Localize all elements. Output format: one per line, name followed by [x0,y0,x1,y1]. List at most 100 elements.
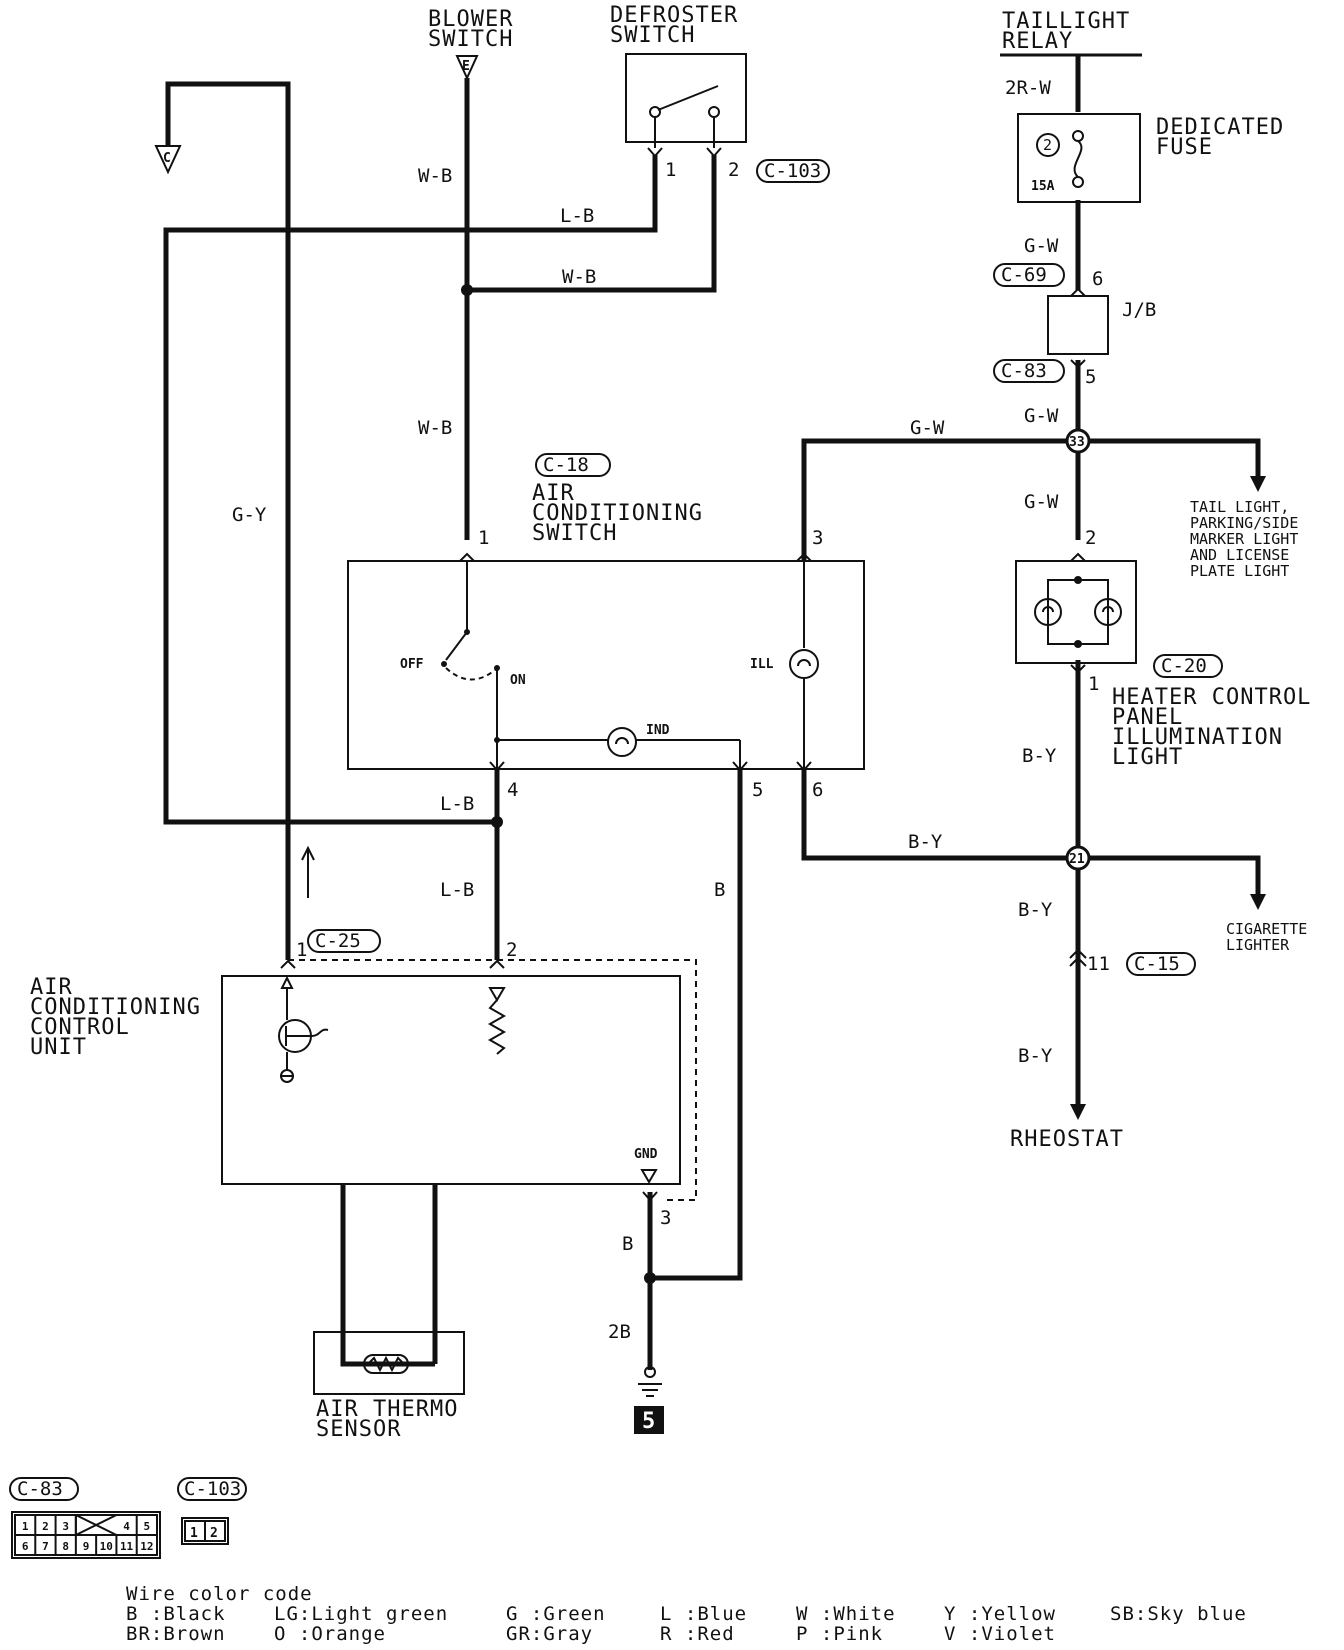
wire-label-g-w-1: G-W [1024,235,1059,257]
jb-pin-marks [1070,287,1086,369]
ind-lamp [607,727,637,757]
heater-pin-marks [1070,552,1086,674]
control-unit-label-1: AIR [30,975,73,1000]
junction-dot [644,1272,656,1284]
wire-label-2r-w: 2R-W [1005,77,1051,99]
ac-switch-pin-1: 1 [478,527,489,549]
junction-21 [1065,845,1091,871]
connector-c20: C-20 [1161,655,1207,677]
wire-label-b-y-1: B-Y [1022,745,1057,767]
c83-pin: 10 [100,1540,113,1553]
cigarette-lighter-label-2: LIGHTER [1226,936,1290,954]
wire-label-l-b-1: L-B [560,205,594,227]
gnd-pin-mark [642,1191,658,1202]
connector-c15: C-15 [1134,953,1180,975]
wire-label-w-b-3: W-B [418,417,452,439]
legend-sb: SB:Sky blue [1110,1603,1247,1625]
air-thermo-sensor-box [313,1331,465,1395]
ill-lamp-filament [797,659,811,667]
legend-v: V :Violet [944,1623,1056,1645]
legend-g: G :Green [506,1603,606,1625]
ac-switch-lever [445,631,468,661]
c103-pin-1: 1 [190,1526,198,1541]
connector-c20-pill [1153,654,1223,678]
ind-label: IND [646,723,670,738]
c83-pin: 11 [120,1540,134,1553]
connector-c25-pill [307,929,381,953]
legend-w: W :White [796,1603,896,1625]
arrow-tail-light [1250,476,1266,492]
dedicated-fuse-label-2: FUSE [1156,135,1213,160]
legend-o: O :Orange [274,1623,386,1645]
ground-terminal [644,1366,656,1378]
tail-light-label-2: PARKING/SIDE [1190,514,1298,532]
wire-b-y-pin6 [801,768,1261,896]
ac-switch-pin-5: 5 [752,779,763,801]
wire-sensor-1 [340,1185,435,1367]
control-unit-dashed-boundary [288,959,697,1201]
heater-panel-label-3: ILLUMINATION [1112,725,1283,750]
wire-b-pin5 [650,768,743,1281]
ill-label: ILL [750,657,774,672]
arrow-cigarette [1250,894,1266,910]
ground-symbol [638,1383,662,1397]
wire-label-2b: 2B [608,1321,631,1343]
junction-33 [1065,428,1091,454]
ac-switch-label-2: CONDITIONING [532,501,703,526]
defroster-switch-box [625,53,747,143]
fuse-terminal-bottom [1072,176,1084,188]
ind-lamp-filament [615,737,629,745]
ac-switch-label-3: SWITCH [532,521,617,546]
wire-label-l-b-2: L-B [440,793,474,815]
connector-c83: C-83 [1001,360,1047,382]
control-unit-label-2: CONDITIONING [30,995,201,1020]
rheostat-label: RHEOSTAT [1010,1127,1124,1152]
tail-light-label-5: PLATE LIGHT [1190,562,1289,580]
control-unit-label-3: CONTROL [30,1015,130,1040]
tail-light-label-3: MARKER LIGHT [1190,530,1298,548]
control-unit-pin-2: 2 [506,939,517,961]
connector-c83-pill [993,359,1065,383]
ac-switch-pin-4: 4 [507,779,518,801]
ground-c-symbol [154,145,182,175]
control-unit-input-terminal [488,987,506,1002]
blower-switch-label-1: BLOWER [428,7,513,32]
defroster-pin-1: 1 [665,159,676,181]
fuse-number-circle [1036,133,1060,157]
dedicated-fuse-label-1: DEDICATED [1156,115,1284,140]
legend-gr: GR:Gray [506,1623,593,1645]
defroster-contact-2 [708,106,720,118]
heater-bulb-2 [1094,598,1122,626]
c103-face-pill [177,1477,247,1501]
c83-pin: 8 [62,1540,69,1553]
wire-label-w-b-2: W-B [562,266,596,288]
tail-light-label-4: AND LICENSE [1190,546,1289,564]
connector-c103-pill [756,159,830,183]
heater-pin-1: 1 [1088,673,1099,695]
jb-box [1047,295,1109,355]
wire-label-g-w-3: G-W [910,417,945,439]
c15-pin-11: 11 [1087,953,1110,975]
fuse-number: 2 [1043,136,1052,154]
c103-pin-2: 2 [210,1526,218,1541]
defroster-switch-label-2: SWITCH [610,23,695,48]
fuse-element [1073,140,1083,178]
blower-switch-term-label: E [462,59,470,74]
c83-face-title: C-83 [17,1478,63,1500]
c83-face-pill [9,1477,79,1501]
defroster-switch-lever [657,85,719,111]
c83-pin: 1 [22,1520,29,1533]
heater-bulb-filaments [1042,606,1114,613]
heater-pin-2: 2 [1085,527,1096,549]
connector-c15-pill [1126,952,1196,976]
c83-pin: 6 [22,1540,29,1553]
jb-label: J/B [1122,299,1156,321]
heater-panel-label-4: LIGHT [1112,745,1183,770]
c83-pin: 7 [42,1540,49,1553]
defroster-pin-marks [647,147,722,158]
ac-switch-pin-3: 3 [812,527,823,549]
ac-switch-throw [445,667,496,681]
wire-l-b-loop [163,155,658,825]
wire-g-y [165,81,291,960]
